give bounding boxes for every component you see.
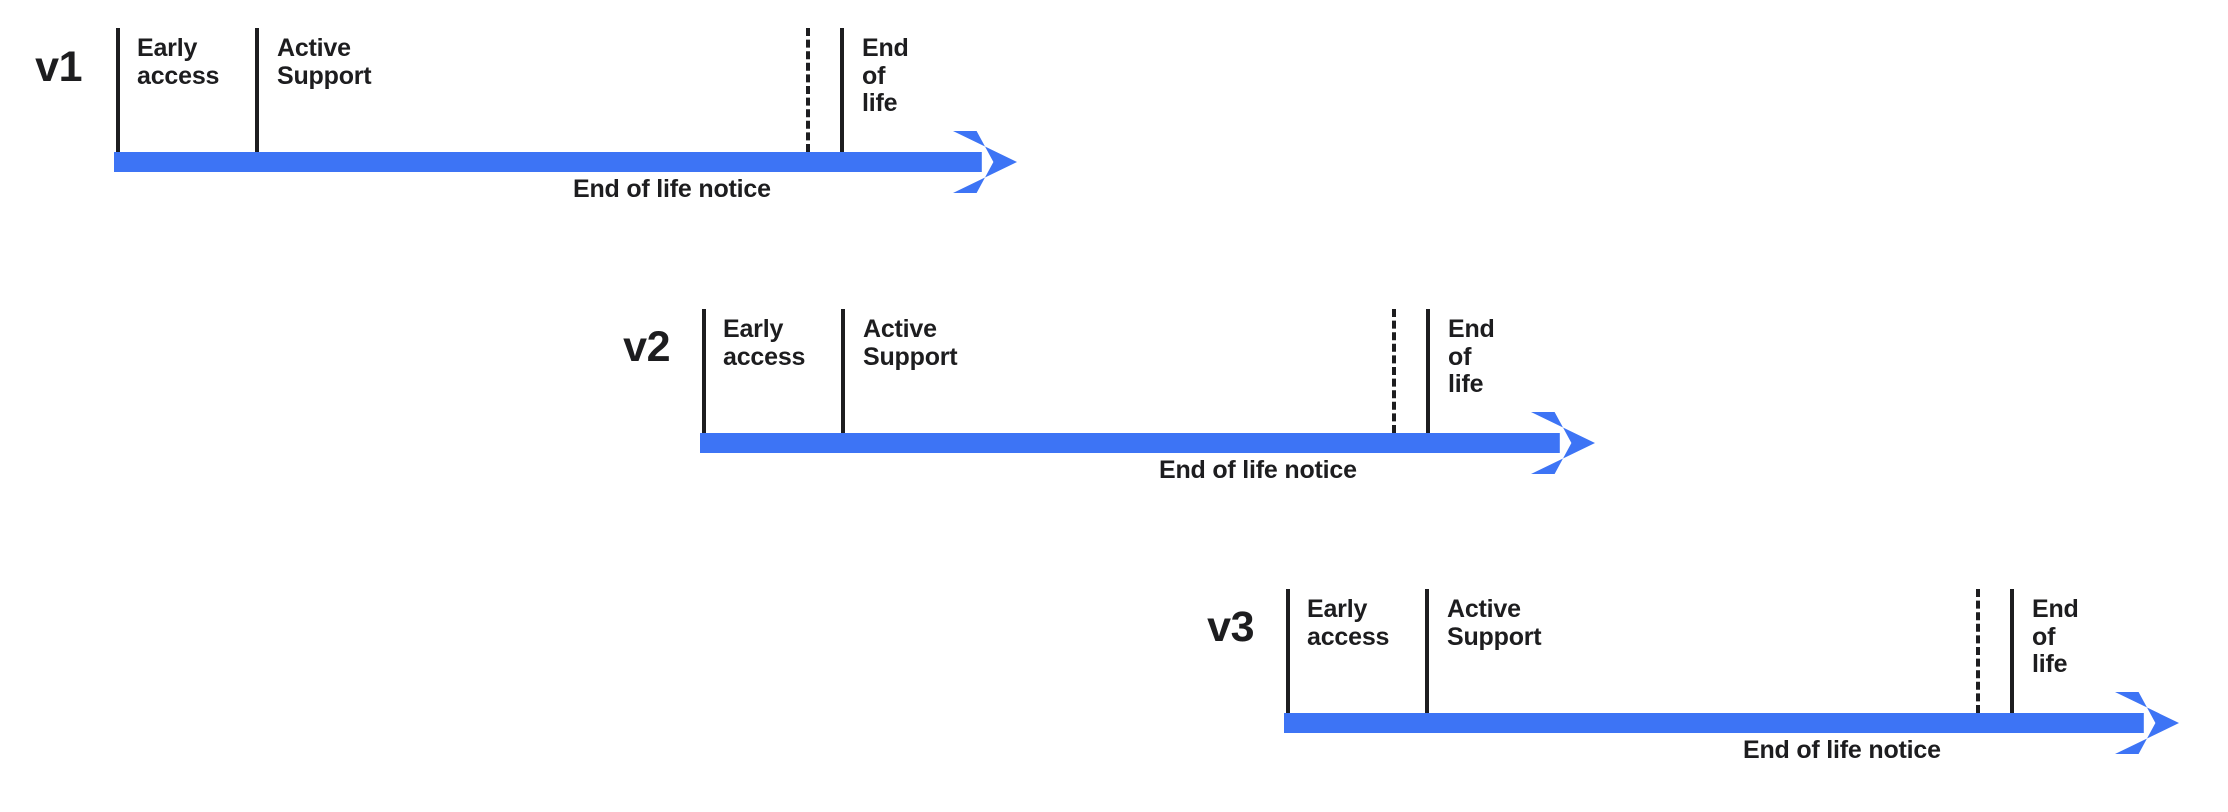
end-of-life-notice-label-v3: End of life notice bbox=[1743, 736, 1941, 764]
phase-label-active-support-v2: Active Support bbox=[863, 315, 958, 371]
version-label-v2: v2 bbox=[623, 323, 670, 371]
phase-divider-end-of-life-start-v3 bbox=[2010, 589, 2014, 713]
end-of-life-notice-marker-v2 bbox=[1392, 309, 1396, 433]
arrow-shaft bbox=[1284, 713, 2144, 733]
arrow-shaft bbox=[114, 152, 982, 172]
arrow-head-chevron bbox=[953, 131, 1017, 193]
phase-divider-early-access-start-v1 bbox=[116, 28, 120, 152]
phase-label-active-support-v3: Active Support bbox=[1447, 595, 1542, 651]
timeline-arrow-v2 bbox=[700, 412, 1595, 474]
timeline-arrow-v1 bbox=[114, 131, 1017, 193]
phase-label-end-of-life-v1: End of life bbox=[862, 34, 909, 117]
phase-divider-early-access-start-v3 bbox=[1286, 589, 1290, 713]
phase-label-end-of-life-v2: End of life bbox=[1448, 315, 1495, 398]
phase-divider-early-access-start-v2 bbox=[702, 309, 706, 433]
phase-label-active-support-v1: Active Support bbox=[277, 34, 372, 90]
timeline-arrow-v3 bbox=[1284, 692, 2179, 754]
phase-divider-active-support-start-v1 bbox=[255, 28, 259, 152]
phase-label-early-access-v2: Early access bbox=[723, 315, 806, 371]
arrow-head-chevron bbox=[1531, 412, 1595, 474]
end-of-life-notice-label-v2: End of life notice bbox=[1159, 456, 1357, 484]
arrow-shaft bbox=[700, 433, 1560, 453]
end-of-life-notice-marker-v3 bbox=[1976, 589, 1980, 713]
end-of-life-notice-label-v1: End of life notice bbox=[573, 175, 771, 203]
phase-divider-active-support-start-v3 bbox=[1425, 589, 1429, 713]
version-label-v3: v3 bbox=[1207, 603, 1254, 651]
end-of-life-notice-marker-v1 bbox=[806, 28, 810, 152]
phase-label-early-access-v3: Early access bbox=[1307, 595, 1390, 651]
phase-label-early-access-v1: Early access bbox=[137, 34, 220, 90]
phase-label-end-of-life-v3: End of life bbox=[2032, 595, 2079, 678]
version-label-v1: v1 bbox=[35, 43, 82, 91]
phase-divider-end-of-life-start-v2 bbox=[1426, 309, 1430, 433]
phase-divider-active-support-start-v2 bbox=[841, 309, 845, 433]
phase-divider-end-of-life-start-v1 bbox=[840, 28, 844, 152]
arrow-head-chevron bbox=[2115, 692, 2179, 754]
